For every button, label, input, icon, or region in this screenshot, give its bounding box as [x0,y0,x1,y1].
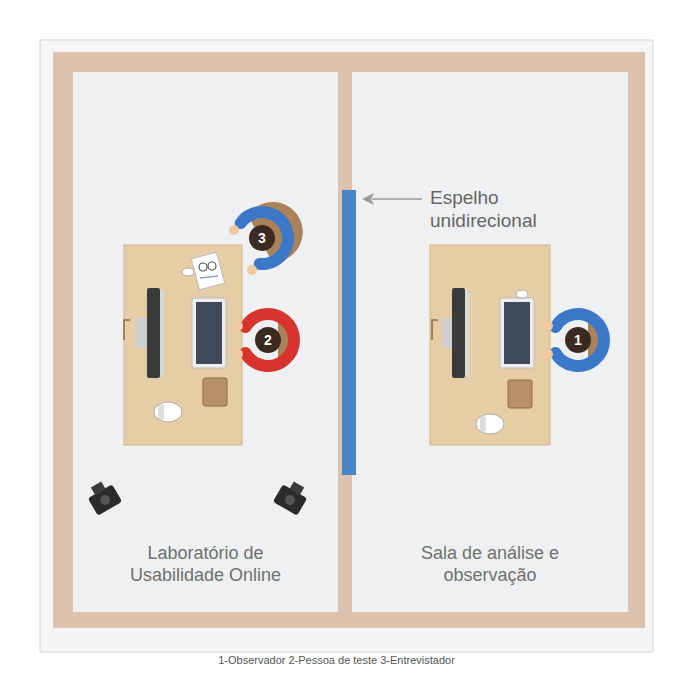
room-area: Sala de análise e observação [352,72,628,612]
room-area: Laboratório de Usabilidade Online [73,72,338,612]
callout-number: 1 [565,327,591,353]
room-name: Sala de análise e observação [420,542,560,586]
mirror-label: Espelho unidirecional [430,186,560,232]
room-name: Laboratório de Usabilidade Online [111,542,301,586]
callout-number: 3 [249,225,275,251]
callout-number: 2 [255,327,281,353]
caption: 1-Observador 2-Pessoa de teste 3-Entrevi… [0,654,673,666]
one-way-mirror [342,190,356,475]
